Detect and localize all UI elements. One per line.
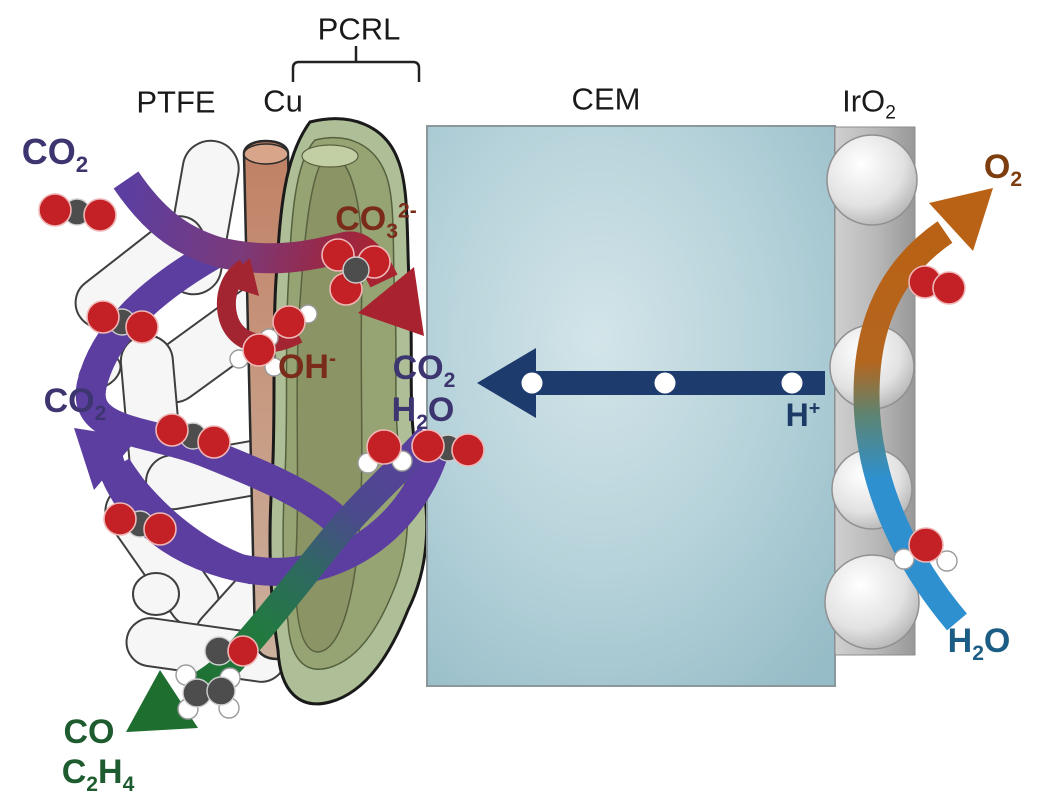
cem-layer-label: CEM <box>571 81 641 117</box>
iro2-layer-label: IrO2 <box>842 83 896 124</box>
oxygen-molecule <box>908 265 966 305</box>
proton-label: H+ <box>785 397 821 433</box>
water-molecule <box>229 333 284 377</box>
co2-molecule <box>411 429 485 467</box>
proton-dot <box>781 372 803 394</box>
co2-inlet-label: CO2 <box>21 131 89 178</box>
co-product-label: CO <box>63 713 115 751</box>
proton-dot <box>654 372 676 394</box>
product-outlet-arrow <box>126 426 441 732</box>
pcrl-layer-label: PCRL <box>317 11 401 47</box>
cem-membrane <box>426 125 836 687</box>
water-molecule <box>893 527 958 572</box>
proton-transport-arrow <box>477 348 825 418</box>
co2-molecule <box>38 193 117 232</box>
carbonate-crossover-arrow <box>113 171 424 336</box>
h2o-regenerated-label: H2O <box>391 391 455 434</box>
cu-layer-label: Cu <box>263 83 303 119</box>
co2-molecule <box>86 300 159 344</box>
water-molecule <box>357 429 413 474</box>
hydroxide-label: OH- <box>277 347 337 386</box>
water-feed-label: H2O <box>947 622 1011 665</box>
ptfe-layer-label: PTFE <box>136 84 216 120</box>
co2-molecule <box>155 413 231 459</box>
molecules <box>38 193 966 720</box>
iro2-particle <box>826 134 918 226</box>
proton-dot <box>521 372 543 394</box>
co2-regenerated-label: CO2 <box>392 349 456 392</box>
ethylene-molecule <box>175 664 241 720</box>
ethylene-product-label: C2H4 <box>61 753 135 796</box>
iro2-particle <box>824 554 920 650</box>
co2-recycle-out-label: CO2 <box>43 382 107 425</box>
co2-molecule <box>103 502 177 546</box>
pcrl-bracket <box>291 46 421 82</box>
carbonate-molecule <box>321 238 391 306</box>
water-to-oxygen-arrow <box>853 188 993 631</box>
oxygen-product-label: O2 <box>983 148 1023 191</box>
co-molecule <box>204 635 259 667</box>
carbonate-label: CO32- <box>335 199 417 243</box>
